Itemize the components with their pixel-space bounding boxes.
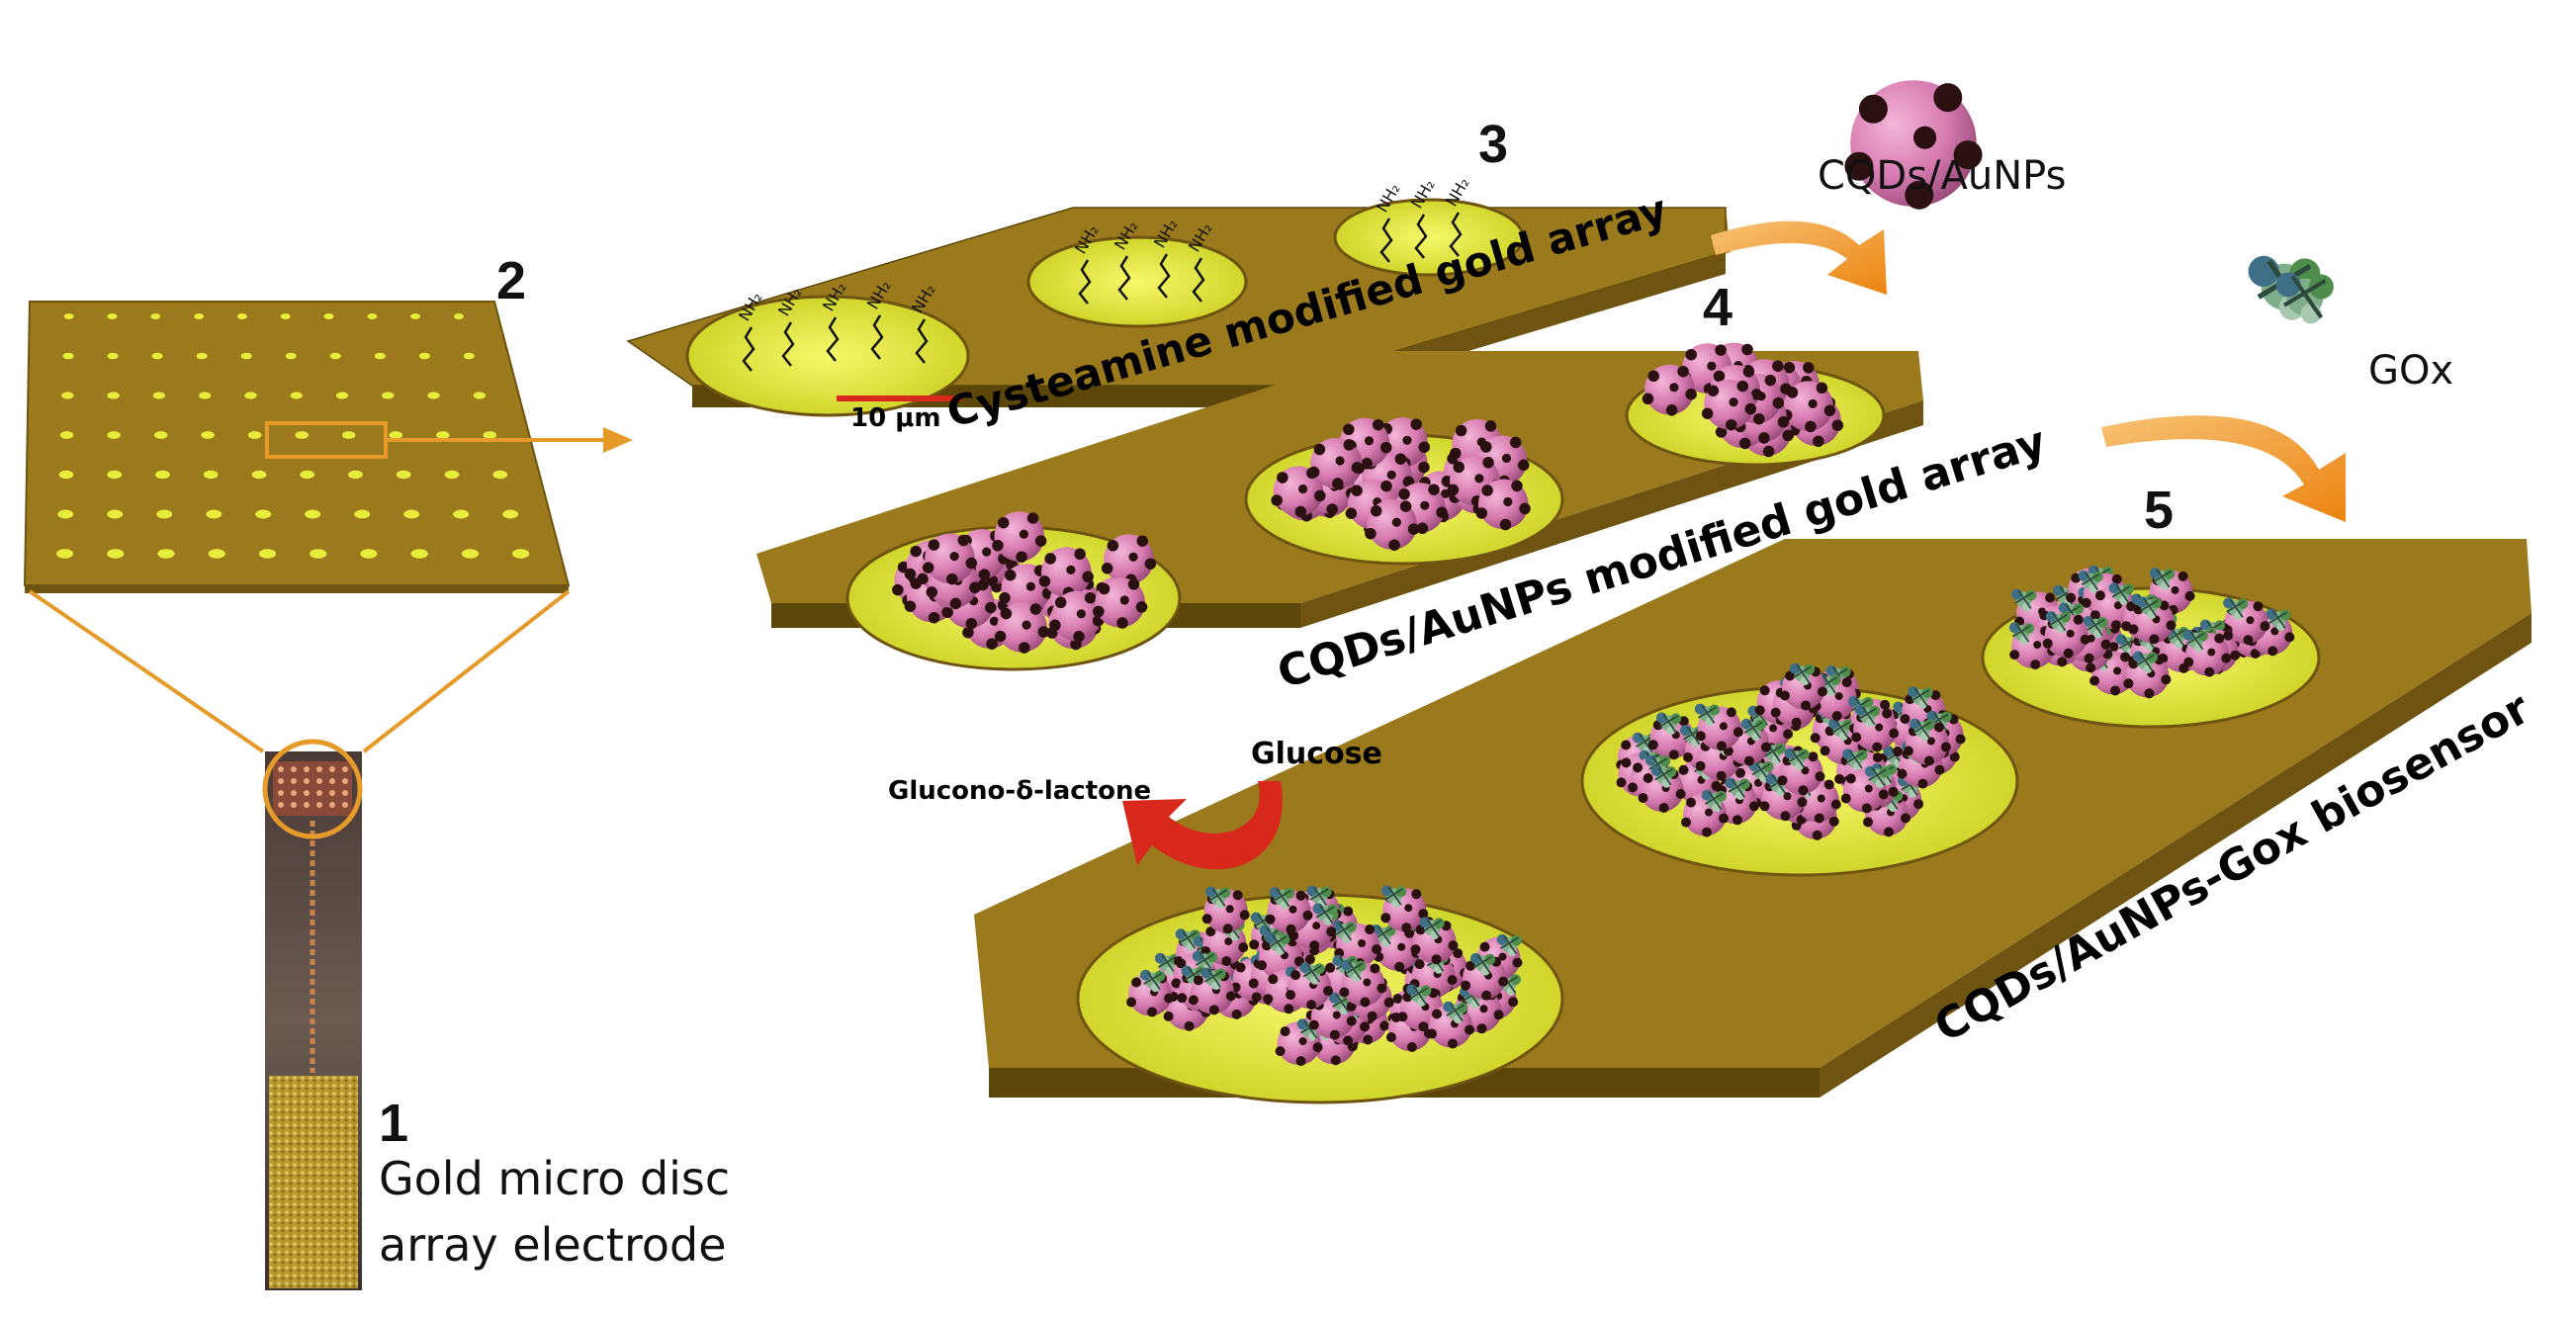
gluconolactone-label: Glucono-δ-lactone (888, 776, 1152, 806)
process-arrow-to-stage4 (1711, 220, 1887, 295)
step-4-number: 4 (1703, 278, 1733, 337)
step-5-number: 5 (2144, 481, 2175, 540)
process-arrow-to-stage5 (2101, 415, 2346, 522)
glucose-label: Glucose (1251, 737, 1382, 771)
zoom-connector-arrow (386, 427, 633, 453)
stage4-plate (756, 342, 1923, 671)
scale-bar-label: 10 μm (850, 403, 941, 433)
step-3-number: 3 (1478, 115, 1509, 174)
cqds-aunps-label: CQDs/AuNPs (1818, 153, 2067, 199)
step-1-number: 1 (379, 1094, 409, 1153)
strip-zoom-circle (262, 739, 363, 839)
step-2-number: 2 (496, 251, 527, 310)
gox-label: GOx (2368, 348, 2454, 394)
electrode-zoom-panel (23, 301, 571, 753)
electrode-label-line1: Gold micro disc (379, 1152, 731, 1205)
stage5-plate (974, 539, 2532, 1104)
electrode-label-line2: array electrode (379, 1218, 727, 1272)
gox-enzyme-illustration (2249, 256, 2334, 324)
electrode-strip (262, 739, 363, 1290)
glucose-reaction-arrow (1122, 781, 1283, 870)
